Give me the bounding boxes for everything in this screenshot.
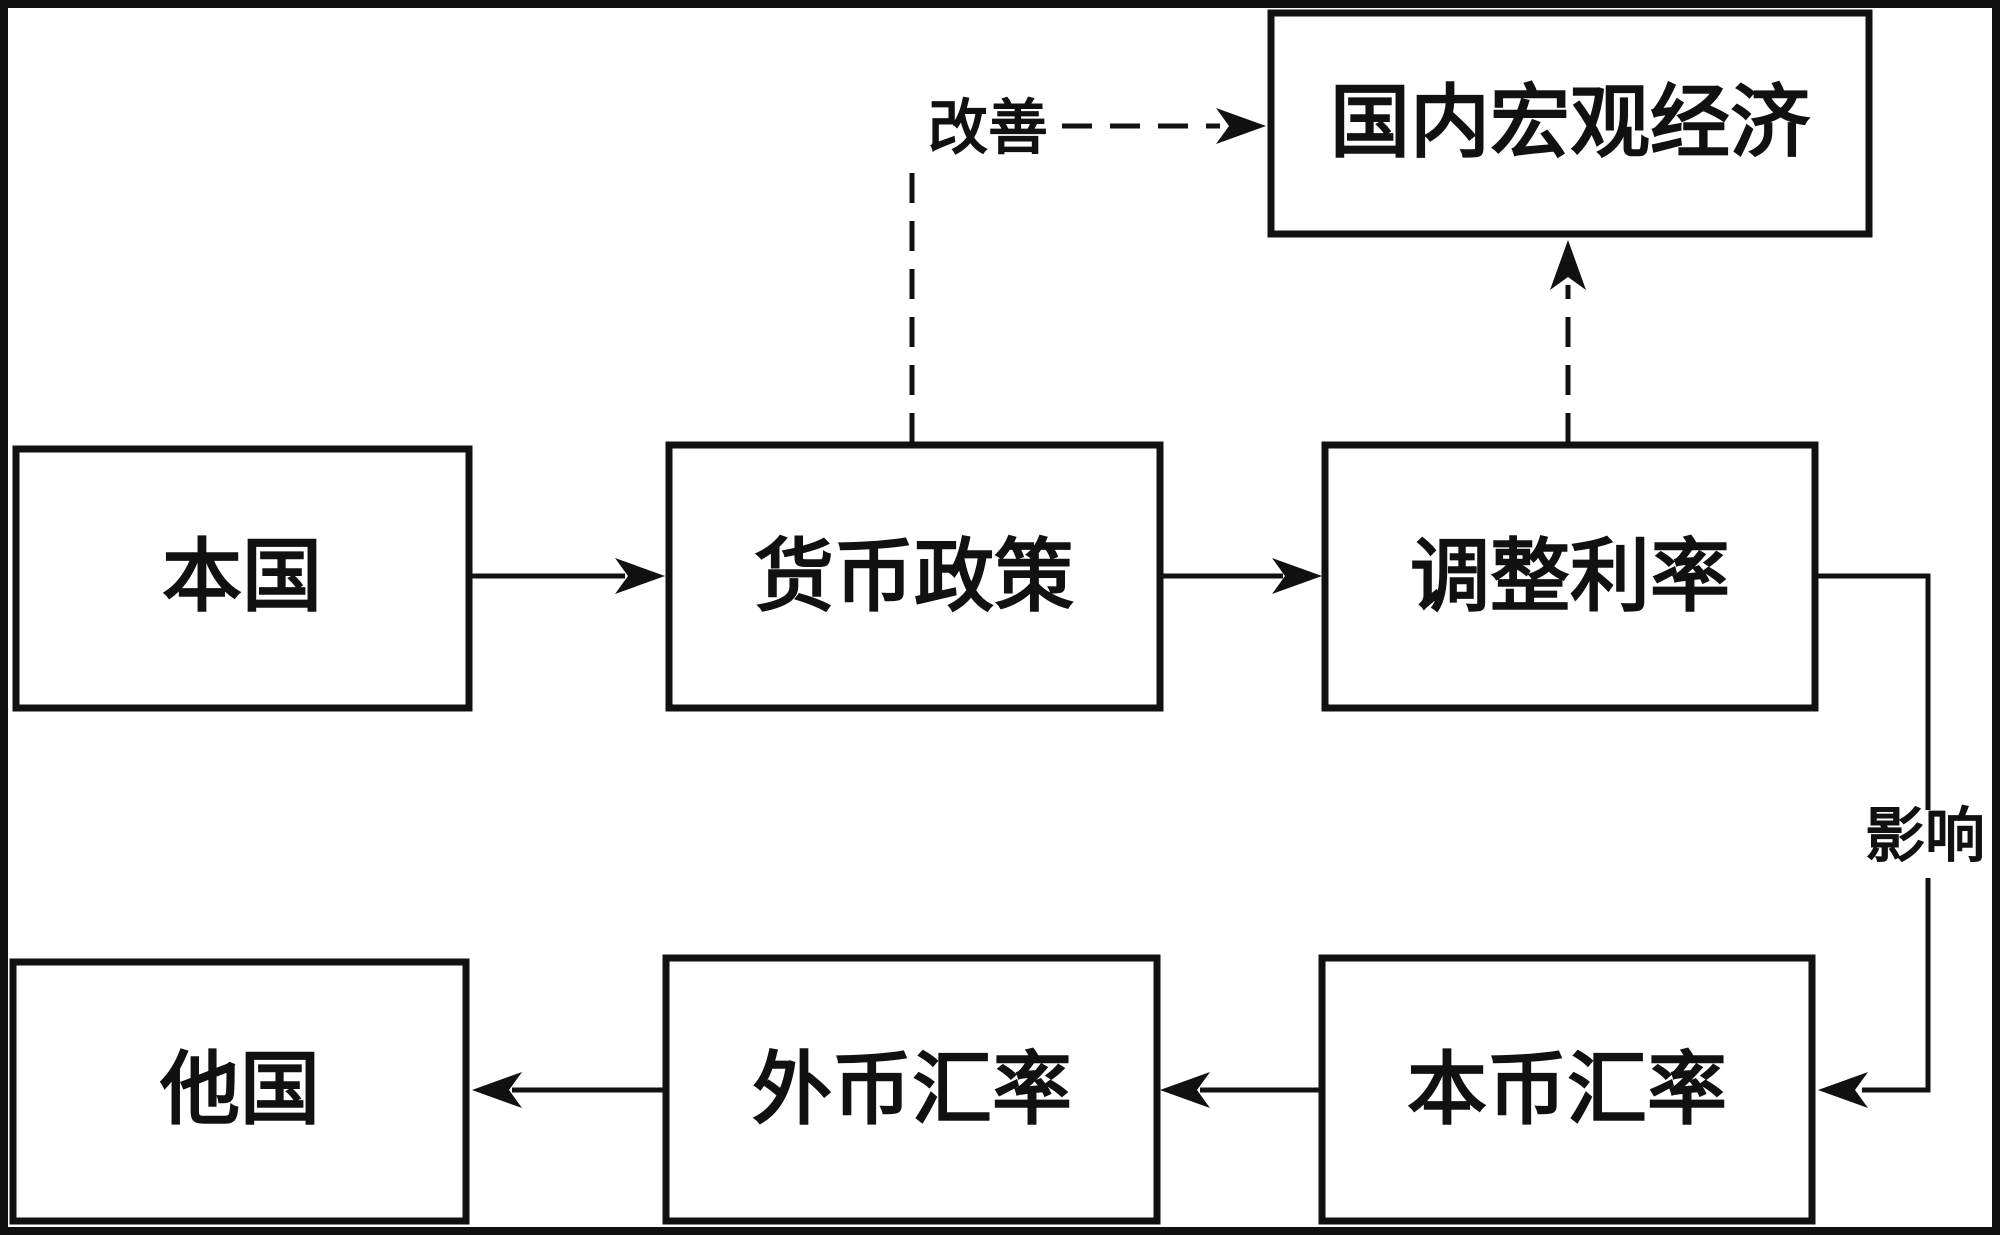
edge-policy-to-rate bbox=[1162, 558, 1322, 594]
node-home-country-label: 本国 bbox=[162, 530, 322, 623]
node-foreign-fx-label: 外币汇率 bbox=[752, 1043, 1072, 1136]
node-interest-rate-label: 调整利率 bbox=[1410, 530, 1730, 623]
arrowhead-icon bbox=[472, 1072, 522, 1108]
node-domestic-macro: 国内宏观经济 bbox=[1267, 9, 1873, 238]
arrowhead-icon bbox=[1160, 1072, 1210, 1108]
edge-foreign-fx-to-other-country bbox=[472, 1072, 664, 1108]
edge-domestic-fx-to-foreign-fx bbox=[1160, 1072, 1320, 1108]
arrowhead-icon bbox=[1818, 1072, 1868, 1108]
arrowhead-icon bbox=[1550, 240, 1586, 290]
node-other-country-label: 他国 bbox=[159, 1043, 320, 1136]
node-foreign-fx: 外币汇率 bbox=[662, 954, 1161, 1225]
node-domestic-fx: 本币汇率 bbox=[1318, 954, 1816, 1225]
node-domestic-fx-label: 本币汇率 bbox=[1407, 1043, 1727, 1136]
node-home-country: 本国 bbox=[12, 445, 473, 712]
edge-rate-to-domestic-fx: 影响 bbox=[1817, 573, 1985, 1108]
arrowhead-icon bbox=[1216, 108, 1266, 144]
edge-rate-to-macro bbox=[1550, 240, 1586, 443]
node-interest-rate: 调整利率 bbox=[1321, 441, 1819, 712]
edge-label-improve: 改善 bbox=[928, 94, 1048, 164]
node-monetary-policy: 货币政策 bbox=[665, 441, 1164, 712]
node-monetary-policy-label: 货币政策 bbox=[754, 530, 1074, 623]
edge-label-influence: 影响 bbox=[1865, 802, 1985, 872]
node-domestic-macro-label: 国内宏观经济 bbox=[1330, 76, 1811, 169]
arrowhead-icon bbox=[615, 558, 665, 594]
edge-policy-improves-macro: 改善 bbox=[909, 94, 1266, 443]
node-other-country: 他国 bbox=[9, 958, 470, 1225]
arrowhead-icon bbox=[1272, 558, 1322, 594]
edge-home-to-policy bbox=[471, 558, 665, 594]
